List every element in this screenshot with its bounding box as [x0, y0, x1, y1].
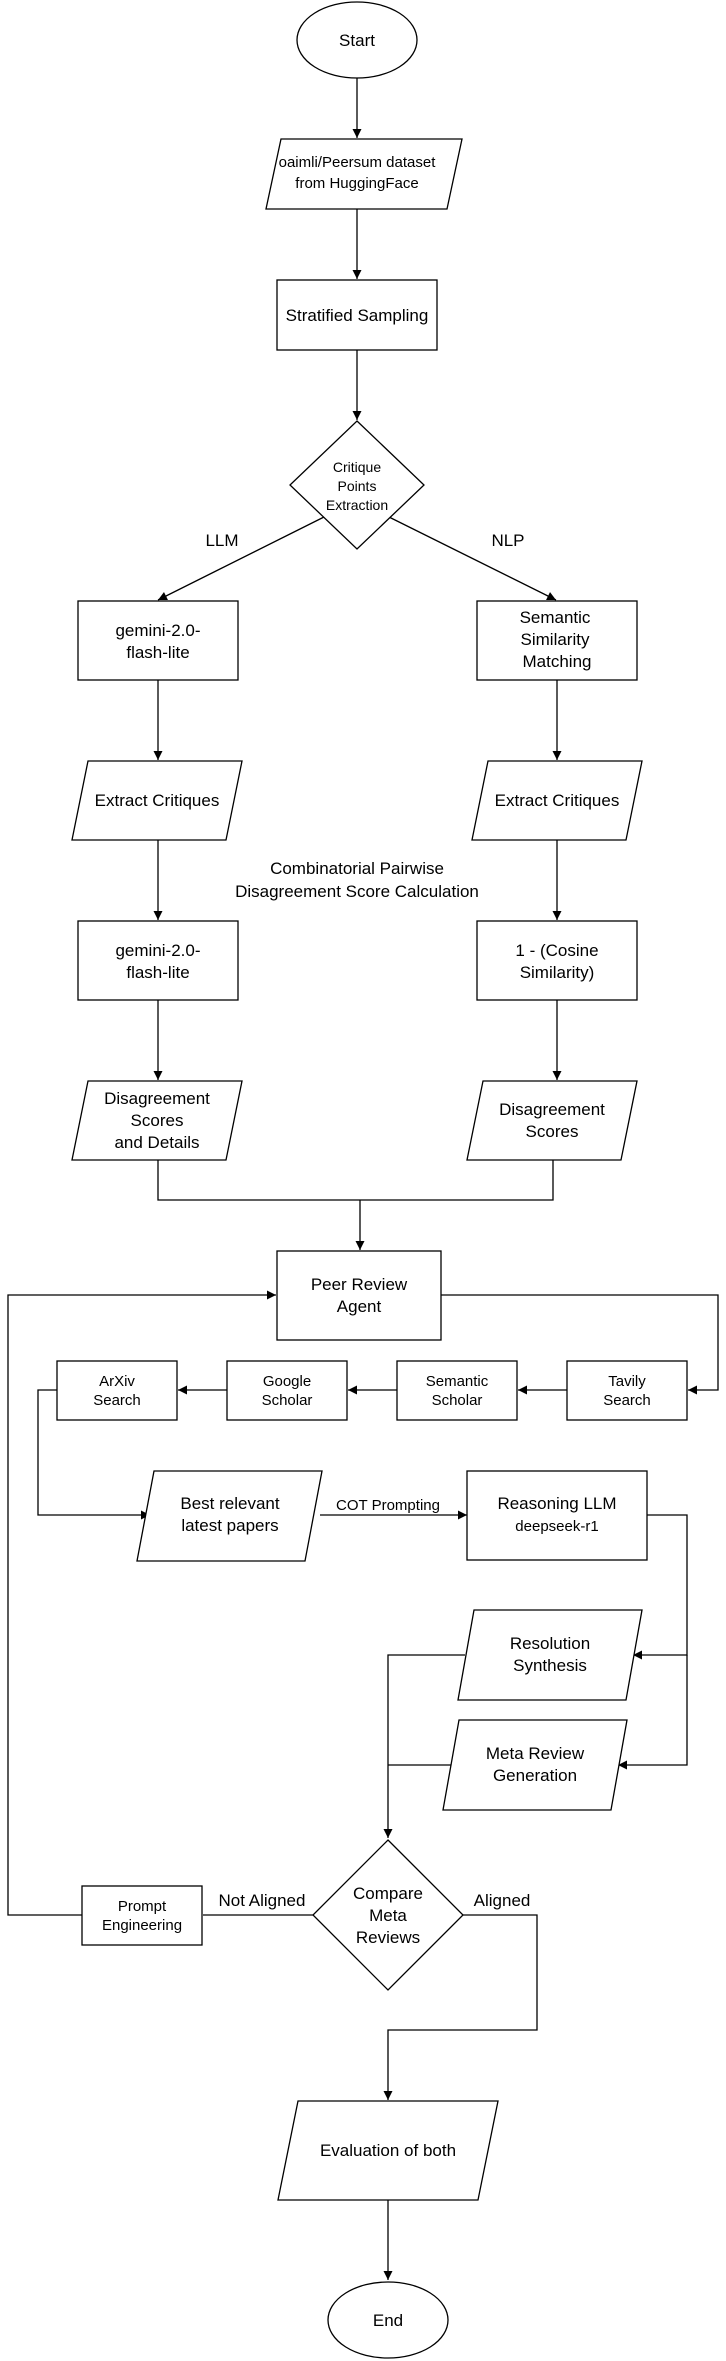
gemini-2-label-line-1: gemini-2.0-	[115, 941, 200, 960]
edge-arxiv-to-papers	[37, 1389, 150, 1520]
pairwise-label-line-1: Combinatorial Pairwise	[270, 859, 444, 878]
resolution-synthesis-node: Resolution Synthesis	[457, 1609, 643, 1701]
extract-critiques-left-label: Extract Critiques	[95, 791, 220, 810]
reasoning-llm-node: Reasoning LLM deepseek-r1	[466, 1470, 648, 1561]
semantic-matching-label-line-1: Semantic	[520, 608, 591, 627]
agent-label-line-1: Peer Review	[311, 1275, 408, 1294]
google-scholar-label-line-2: Scholar	[262, 1392, 313, 1409]
sampling-node: Stratified Sampling	[276, 279, 438, 351]
scores-right-label-line-1: Disagreement	[499, 1100, 605, 1119]
gemini-2-label-line-2: flash-lite	[126, 963, 189, 982]
scores-right-node: Disagreement Scores	[466, 1080, 638, 1161]
compare-label-line-1: Compare	[353, 1884, 423, 1903]
edge-agent-to-tavily	[441, 1294, 719, 1395]
papers-label-line-1: Best relevant	[180, 1494, 279, 1513]
prompt-label-line-1: Prompt	[118, 1898, 167, 1915]
tavily-label-line-1: Tavily	[608, 1373, 646, 1390]
edge-scores-merge	[157, 1160, 554, 1201]
extract-critiques-left-node: Extract Critiques	[71, 760, 243, 841]
cosine-label-line-2: Similarity)	[520, 963, 595, 982]
evaluation-label: Evaluation of both	[320, 2141, 456, 2160]
edges	[7, 78, 719, 2280]
compare-label-line-2: Meta	[369, 1906, 407, 1925]
start-label: Start	[339, 31, 375, 50]
semantic-scholar-label-line-1: Semantic	[426, 1373, 489, 1390]
agent-label-line-2: Agent	[337, 1297, 382, 1316]
evaluation-node: Evaluation of both	[277, 2100, 499, 2201]
reasoning-label-line-1: Reasoning LLM	[497, 1494, 616, 1513]
google-scholar-node: Google Scholar	[226, 1360, 348, 1421]
extraction-decision-node: Critique Points Extraction	[289, 420, 425, 550]
edge-reasoning-to-meta	[618, 1655, 688, 1770]
scores-left-label-line-3: and Details	[114, 1133, 199, 1152]
compare-label-line-3: Reviews	[356, 1928, 420, 1947]
compare-decision-node: Compare Meta Reviews	[312, 1839, 464, 1991]
scores-left-node: Disagreement Scores and Details	[71, 1080, 243, 1161]
sampling-label: Stratified Sampling	[286, 306, 429, 325]
tavily-search-node: Tavily Search	[566, 1360, 688, 1421]
gemini-1-label-line-1: gemini-2.0-	[115, 621, 200, 640]
not-aligned-label: Not Aligned	[219, 1891, 306, 1910]
gemini-node-2: gemini-2.0- flash-lite	[77, 920, 239, 1001]
cot-prompting-label: COT Prompting	[336, 1497, 440, 1514]
edge-extraction-to-gemini	[157, 516, 325, 601]
extraction-label-line-1: Critique	[333, 459, 381, 475]
scores-left-label-line-2: Scores	[131, 1111, 184, 1130]
dataset-label-line-2: from HuggingFace	[295, 175, 418, 192]
papers-node: Best relevant latest papers	[136, 1470, 323, 1562]
google-scholar-label-line-1: Google	[263, 1373, 311, 1390]
resolution-label-line-2: Synthesis	[513, 1656, 587, 1675]
peer-review-agent-node: Peer Review Agent	[276, 1250, 442, 1341]
gemini-node-1: gemini-2.0- flash-lite	[77, 600, 239, 681]
edge-reasoning-to-resolution	[633, 1514, 688, 1660]
llm-branch-label: LLM	[205, 531, 238, 550]
extraction-label-line-2: Points	[338, 478, 377, 494]
end-label: End	[373, 2311, 403, 2330]
nlp-branch-label: NLP	[491, 531, 524, 550]
extract-critiques-right-node: Extract Critiques	[471, 760, 643, 841]
cosine-label-line-1: 1 - (Cosine	[515, 941, 598, 960]
edge-resolution-to-compare	[383, 1654, 465, 1838]
semantic-matching-label-line-2: Similarity	[521, 630, 590, 649]
tavily-label-line-2: Search	[603, 1392, 651, 1409]
extraction-label-line-3: Extraction	[326, 497, 388, 513]
gemini-1-label-line-2: flash-lite	[126, 643, 189, 662]
meta-review-generation-node: Meta Review Generation	[442, 1719, 628, 1811]
aligned-label: Aligned	[474, 1891, 531, 1910]
semantic-scholar-node: Semantic Scholar	[396, 1360, 518, 1421]
meta-review-label-line-2: Generation	[493, 1766, 577, 1785]
edge-prompt-to-agent	[7, 1290, 276, 1916]
papers-label-line-2: latest papers	[181, 1516, 278, 1535]
scores-left-label-line-1: Disagreement	[104, 1089, 210, 1108]
scores-right-label-line-2: Scores	[526, 1122, 579, 1141]
arxiv-search-node: ArXiv Search	[56, 1360, 178, 1421]
semantic-scholar-label-line-2: Scholar	[432, 1392, 483, 1409]
resolution-label-line-1: Resolution	[510, 1634, 590, 1653]
cosine-node: 1 - (Cosine Similarity)	[476, 920, 638, 1001]
prompt-engineering-node: Prompt Engineering	[81, 1885, 203, 1946]
pairwise-label-line-2: Disagreement Score Calculation	[235, 882, 479, 901]
start-node: Start	[296, 1, 418, 79]
meta-review-label-line-1: Meta Review	[486, 1744, 585, 1763]
edge-compare-to-evaluation	[383, 1914, 538, 2100]
extract-critiques-right-label: Extract Critiques	[495, 791, 620, 810]
edge-extraction-to-semantic	[388, 516, 557, 601]
arxiv-label-line-1: ArXiv	[99, 1373, 135, 1390]
end-node: End	[327, 2281, 449, 2359]
semantic-matching-label-line-3: Matching	[523, 652, 592, 671]
reasoning-label-line-2: deepseek-r1	[515, 1518, 598, 1535]
dataset-node: oaimli/Peersum dataset from HuggingFace	[265, 138, 463, 210]
arxiv-label-line-2: Search	[93, 1392, 141, 1409]
prompt-label-line-2: Engineering	[102, 1917, 182, 1934]
dataset-label-line-1: oaimli/Peersum dataset	[279, 154, 437, 171]
semantic-matching-node: Semantic Similarity Matching	[476, 600, 638, 681]
